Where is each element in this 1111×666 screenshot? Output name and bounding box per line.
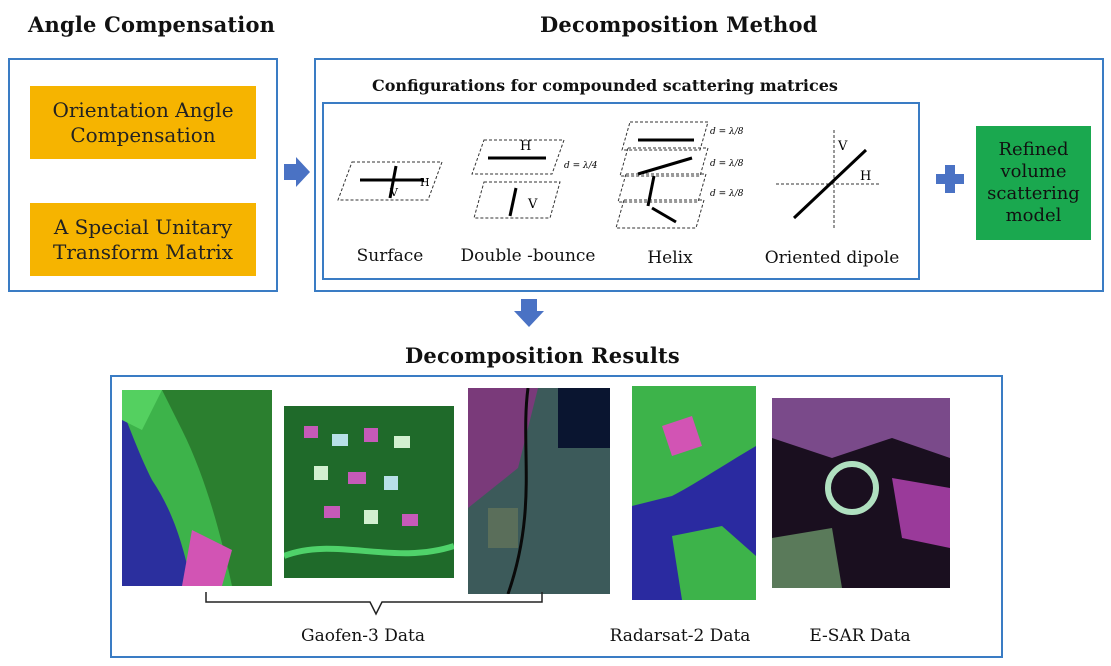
helix-spacing-1: d = λ/8 — [710, 127, 744, 137]
scattering-configurations-diagram: V H H V d = λ/4 d = λ/8 d = λ/8 d = λ/8 … — [337, 121, 880, 230]
arrow-down-icon — [514, 299, 544, 327]
surface-v-label: V — [389, 186, 399, 199]
gaofen-image-2 — [284, 406, 454, 578]
surface-diagram: V H — [337, 161, 443, 201]
radarsat-label: Radarsat-2 Data — [609, 626, 751, 646]
arrow-right-icon — [284, 157, 310, 187]
esar-image — [772, 398, 950, 588]
double-bounce-spacing: d = λ/4 — [564, 161, 598, 171]
surface-h-label: H — [420, 176, 430, 189]
special-unitary-box: A Special Unitary Transform Matrix — [30, 203, 256, 276]
decomposition-method-heading: Decomposition Method — [540, 12, 818, 37]
orientation-angle-box: Orientation Angle Compensation — [30, 86, 256, 159]
helix-diagram: d = λ/8 d = λ/8 d = λ/8 — [615, 121, 744, 229]
double-bounce-h-label: H — [520, 139, 531, 154]
angle-compensation-heading: Angle Compensation — [28, 12, 276, 37]
decomposition-results-panel — [110, 375, 1003, 658]
helix-spacing-2: d = λ/8 — [710, 159, 744, 169]
oriented-dipole-label: Oriented dipole — [764, 248, 900, 268]
oriented-dipole-diagram: V H — [776, 130, 880, 230]
double-bounce-diagram: H V d = λ/4 — [471, 139, 598, 219]
gaofen-label: Gaofen-3 Data — [301, 626, 425, 646]
plus-icon — [936, 165, 964, 193]
dipole-v-label: V — [837, 139, 848, 154]
esar-label: E-SAR Data — [809, 626, 911, 646]
double-bounce-v-label: V — [527, 197, 538, 212]
helix-label: Helix — [647, 248, 693, 268]
refined-volume-model-box: Refined volume scattering model — [976, 126, 1091, 240]
surface-label: Surface — [356, 246, 424, 266]
angle-compensation-panel — [8, 58, 278, 292]
gaofen-bracket — [205, 592, 543, 616]
gaofen-image-1 — [122, 390, 272, 586]
dipole-h-label: H — [860, 169, 871, 184]
decomposition-results-heading: Decomposition Results — [405, 343, 680, 368]
radarsat-image — [632, 386, 756, 600]
double-bounce-label: Double -bounce — [460, 246, 596, 266]
gaofen-image-3 — [468, 388, 610, 594]
decomposition-method-panel — [314, 58, 1104, 292]
configurations-panel — [322, 102, 920, 280]
configurations-title: Configurations for compounded scattering… — [372, 76, 838, 95]
helix-spacing-3: d = λ/8 — [710, 189, 744, 199]
